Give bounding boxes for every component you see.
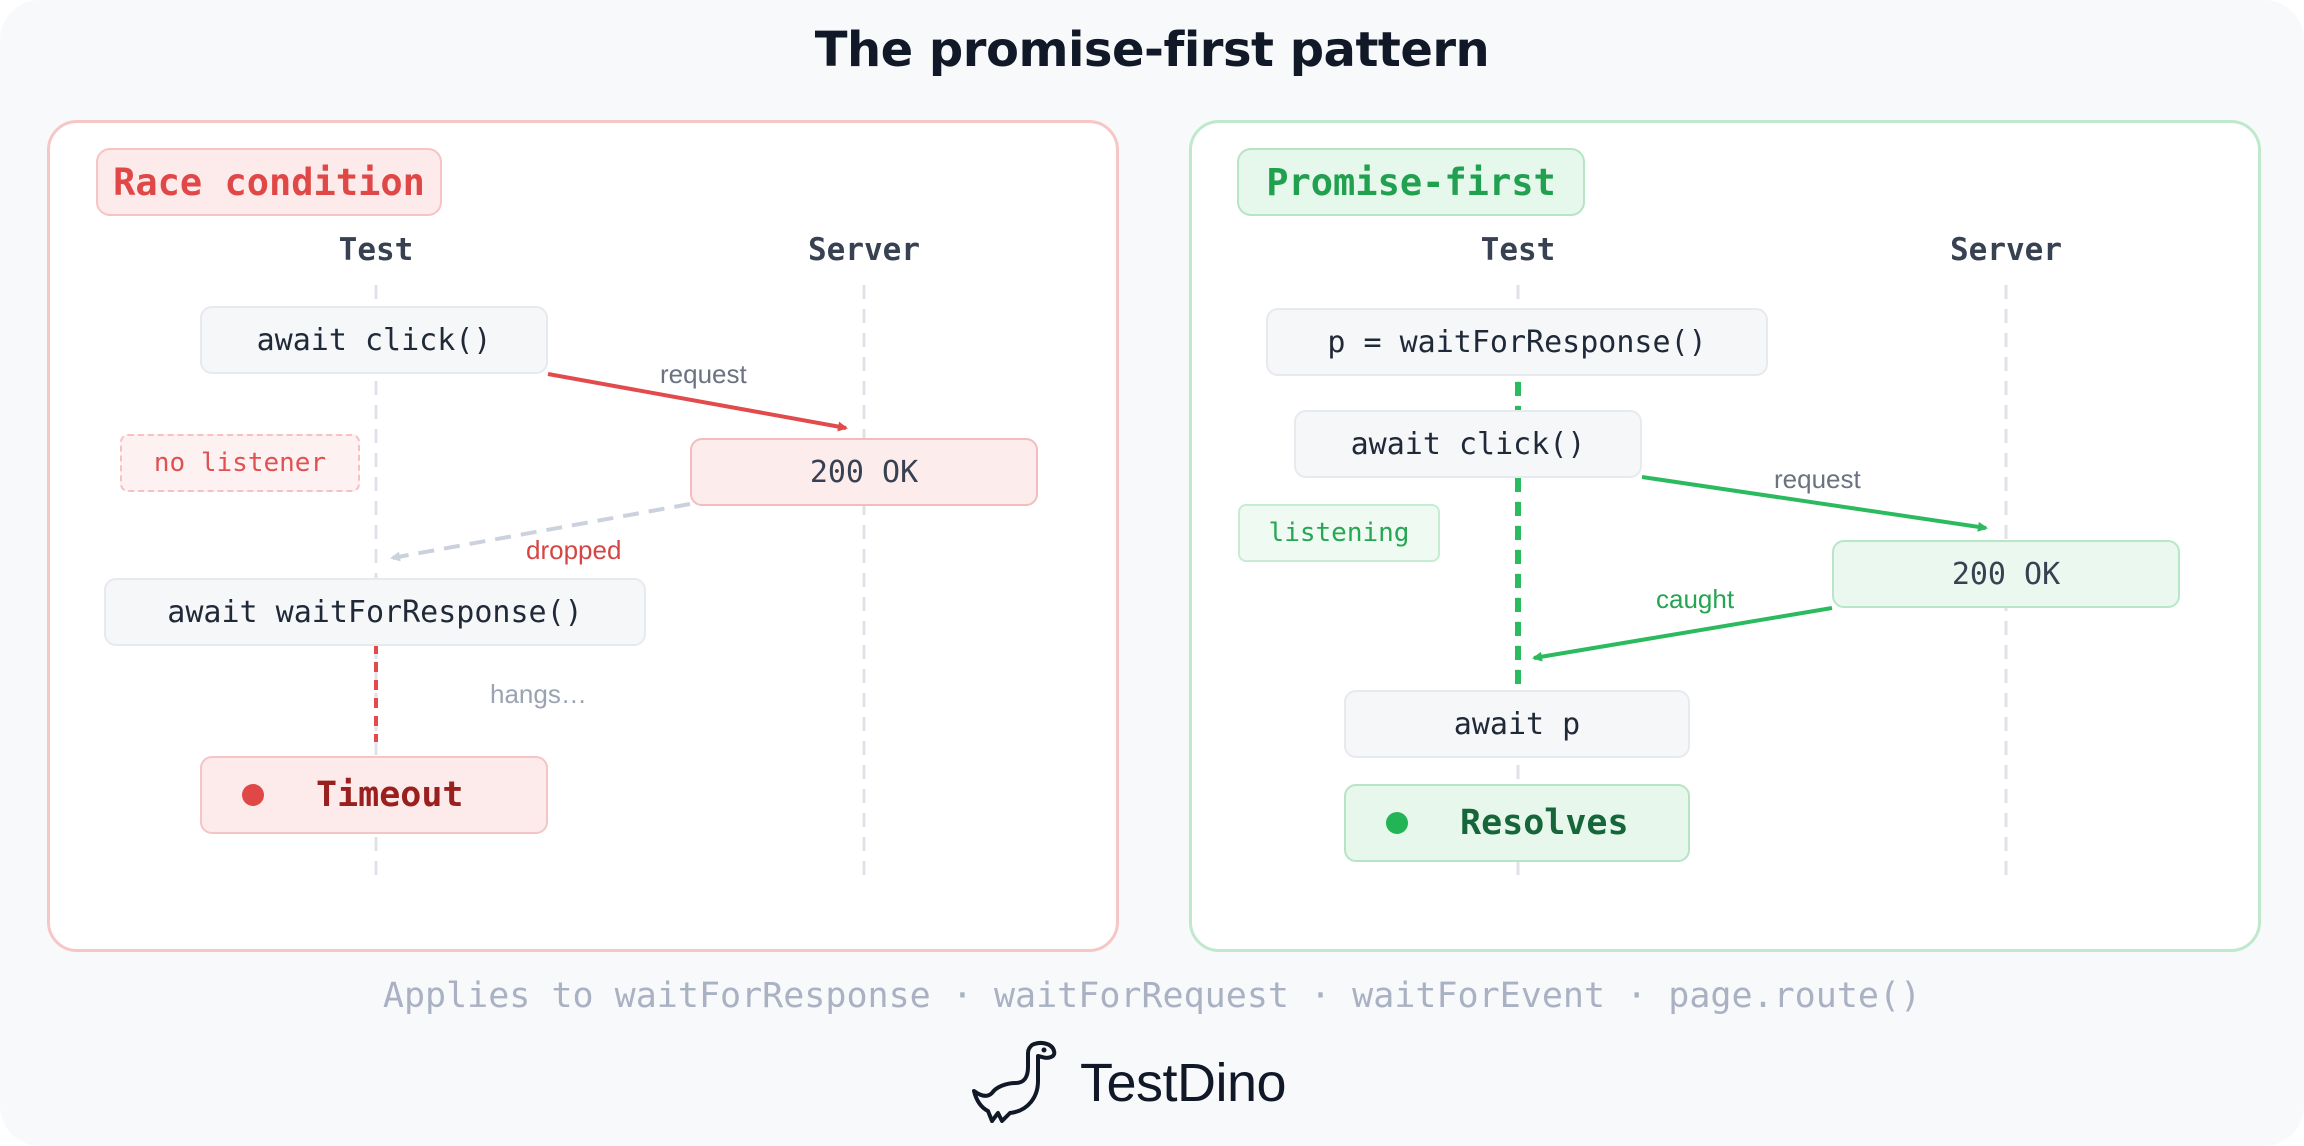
applies-to-note: Applies to waitForResponse · waitForRequ…	[382, 976, 1922, 1016]
server-column-header-left: Server	[808, 232, 920, 268]
brand-logo: TestDino	[972, 1039, 1287, 1128]
caught-arrow	[1532, 606, 1833, 662]
wait-for-response-assign-step: p = waitForResponse()	[1266, 308, 1768, 376]
resolves-result: Resolves	[1344, 784, 1690, 862]
page-title: The promise-first pattern	[814, 22, 1490, 78]
test-column-header-right: Test	[1480, 232, 1556, 268]
no-listener-tag: no listener	[120, 434, 360, 492]
resolves-dot-icon	[1386, 812, 1408, 834]
timeout-result: Timeout	[200, 756, 548, 834]
caught-label: caught	[1656, 584, 1735, 614]
request-label-right: request	[1774, 464, 1861, 494]
await-click-step: await click()	[200, 306, 548, 374]
listening-tag: listening	[1238, 504, 1440, 562]
promise-first-badge: Promise-first	[1237, 148, 1585, 216]
hangs-label: hangs…	[490, 679, 587, 709]
dropped-label: dropped	[526, 535, 622, 565]
test-column-header-left: Test	[338, 232, 414, 268]
request-label-left: request	[660, 359, 747, 389]
timeout-label: Timeout	[316, 775, 464, 815]
brand-name: TestDino	[1080, 1053, 1287, 1113]
server-column-header-right: Server	[1950, 232, 2062, 268]
dinosaur-icon	[972, 1039, 1068, 1128]
response-200-ok-right: 200 OK	[1832, 540, 2180, 608]
race-condition-badge: Race condition	[96, 148, 442, 216]
timeout-dot-icon	[242, 784, 264, 806]
await-click-step-right: await click()	[1294, 410, 1642, 478]
request-arrow-left	[547, 372, 848, 432]
await-p-step: await p	[1344, 690, 1690, 758]
resolves-label: Resolves	[1460, 803, 1629, 843]
await-wait-for-response-step: await waitForResponse()	[104, 578, 646, 646]
response-200-ok-left: 200 OK	[690, 438, 1038, 506]
request-arrow-right	[1641, 475, 1988, 532]
